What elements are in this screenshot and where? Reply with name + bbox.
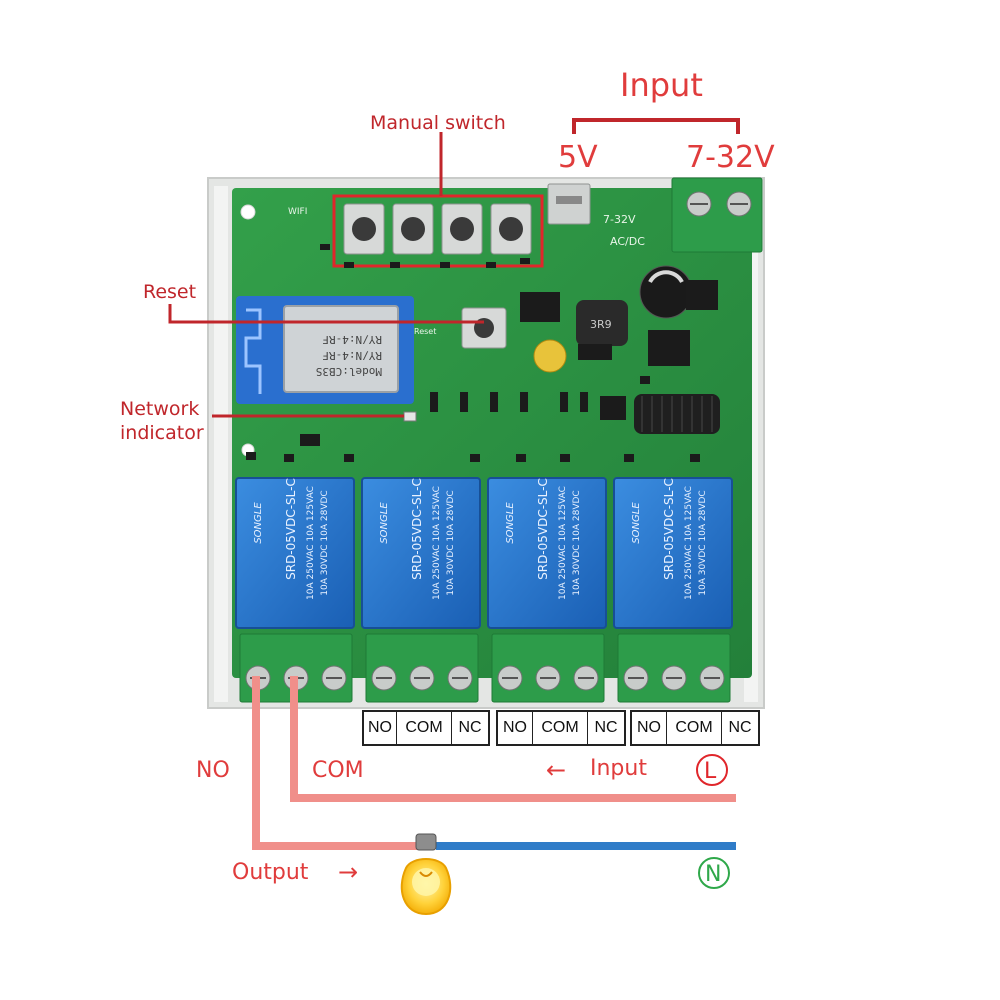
wifi-module-shield bbox=[283, 305, 399, 393]
manual-switch-highlight-box bbox=[332, 194, 544, 268]
terminal-label: COM bbox=[533, 712, 588, 744]
terminal-label: COM bbox=[397, 712, 452, 744]
terminal-label: NC bbox=[728, 719, 752, 736]
terminal-block-3 bbox=[491, 633, 605, 703]
relay-brand-text: SONGLE bbox=[379, 502, 390, 544]
relay-body bbox=[361, 477, 481, 629]
terminal-block-2 bbox=[365, 633, 479, 703]
terminal-label: NC bbox=[594, 719, 618, 736]
reset-silk: Reset bbox=[414, 327, 436, 336]
network-indicator-label-line2: indicator bbox=[120, 422, 204, 444]
terminal-label: COM bbox=[667, 712, 722, 744]
relay-rating-text: 10A 250VAC 10A 125VAC bbox=[432, 486, 442, 600]
relay-body bbox=[613, 477, 733, 629]
relay-body bbox=[235, 477, 355, 629]
relay-rating-text: 10A 30VDC 10A 28VDC bbox=[320, 490, 330, 595]
live-symbol: L bbox=[696, 754, 728, 786]
inductor-label: 3R9 bbox=[590, 318, 612, 331]
com-wire-label: COM bbox=[312, 758, 364, 783]
relay-1: SRD-05VDC-SL-C 10A 250VAC 10A 125VAC 10A 3… bbox=[235, 477, 355, 629]
relay-body bbox=[487, 477, 607, 629]
relay-rating-text: 10A 30VDC 10A 28VDC bbox=[698, 490, 708, 595]
relay-rating-text: 10A 250VAC 10A 125VAC bbox=[684, 486, 694, 600]
terminal-table-3: NO COM NC bbox=[630, 710, 760, 746]
svg-text:L: L bbox=[704, 759, 717, 784]
manual-switch-label: Manual switch bbox=[370, 112, 506, 134]
terminal-table-2: NO COM NC bbox=[496, 710, 626, 746]
network-indicator-led bbox=[403, 411, 417, 422]
relay-brand-text: SONGLE bbox=[253, 502, 264, 544]
light-bulb-icon bbox=[400, 833, 452, 916]
output-label: Output bbox=[232, 860, 309, 885]
terminal-label: NO bbox=[498, 712, 533, 744]
relay-4: SRD-05VDC-SL-C 10A 250VAC 10A 125VAC 10A 3… bbox=[613, 477, 733, 629]
wifi-silk-label: WIFI bbox=[288, 207, 307, 217]
relay-rating-text: 10A 250VAC 10A 125VAC bbox=[558, 486, 568, 600]
manual-button-1[interactable] bbox=[352, 217, 376, 241]
inductor bbox=[576, 300, 628, 346]
input-title: Input bbox=[620, 66, 703, 104]
terminal-table-1: NO COM NC bbox=[362, 710, 490, 746]
supply-silk-top: 7-32V bbox=[603, 213, 636, 226]
relay-rating-text: 10A 250VAC 10A 125VAC bbox=[306, 486, 316, 600]
terminal-label: NO bbox=[632, 712, 667, 744]
relay-model-text: SRD-05VDC-SL-C bbox=[536, 478, 550, 580]
input-arrow: ← bbox=[546, 756, 567, 784]
input-7-32v-label: 7-32V bbox=[686, 140, 775, 175]
power-terminal-block bbox=[671, 177, 763, 253]
relay-2: SRD-05VDC-SL-C 10A 250VAC 10A 125VAC 10A 3… bbox=[361, 477, 481, 629]
terminal-block-4 bbox=[617, 633, 731, 703]
relay-brand-text: SONGLE bbox=[631, 502, 642, 544]
reset-pointer bbox=[168, 304, 484, 324]
relay-rating-text: 10A 30VDC 10A 28VDC bbox=[572, 490, 582, 595]
input-wire-label: Input bbox=[590, 756, 647, 781]
terminal-label: NO bbox=[364, 712, 397, 744]
relay-3: SRD-05VDC-SL-C 10A 250VAC 10A 125VAC 10A 3… bbox=[487, 477, 607, 629]
neutral-symbol: N bbox=[698, 857, 730, 889]
wifi-module-text: Model:CB3S RY/N:4-RF RY/N:4-RF bbox=[309, 333, 382, 378]
relay-model-text: SRD-05VDC-SL-C bbox=[284, 478, 298, 580]
manual-button-2[interactable] bbox=[401, 217, 425, 241]
manual-switch-buttons bbox=[343, 203, 532, 255]
relay-rating-text: 10A 30VDC 10A 28VDC bbox=[446, 490, 456, 595]
reset-label: Reset bbox=[143, 281, 197, 303]
manual-button-4[interactable] bbox=[499, 217, 523, 241]
supply-silk-bottom: AC/DC bbox=[610, 235, 645, 248]
input-bracket bbox=[572, 118, 740, 134]
live-wire-no bbox=[252, 676, 424, 850]
manual-button-3[interactable] bbox=[450, 217, 474, 241]
rf-coil bbox=[634, 394, 720, 434]
relay-model-text: SRD-05VDC-SL-C bbox=[662, 478, 676, 580]
input-5v-label: 5V bbox=[558, 140, 598, 175]
relay-model-text: SRD-05VDC-SL-C bbox=[410, 478, 424, 580]
network-indicator-label-line1: Network bbox=[120, 398, 200, 420]
relays-group: SRD-05VDC-SL-C 10A 250VAC 10A 125VAC 10A 3… bbox=[235, 477, 733, 629]
svg-text:N: N bbox=[705, 862, 721, 887]
terminal-label: NC bbox=[458, 719, 482, 736]
no-wire-label: NO bbox=[196, 758, 230, 783]
live-wire-com bbox=[290, 676, 736, 802]
output-arrow: → bbox=[338, 858, 359, 886]
relay-brand-text: SONGLE bbox=[505, 502, 516, 544]
